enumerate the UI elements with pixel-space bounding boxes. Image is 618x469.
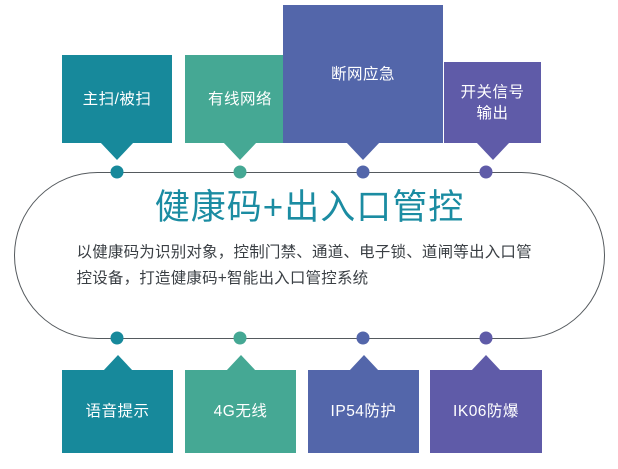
callout-tail-icon <box>471 355 501 371</box>
bottom-connector-dot <box>233 331 247 345</box>
center-capsule-outline <box>14 172 605 339</box>
top-feature-label: 开关信号 输出 <box>460 83 525 122</box>
bottom-feature-box[interactable]: IK06防爆 <box>430 355 542 453</box>
top-connector-dot <box>233 165 247 179</box>
page-title: 健康码+出入口管控 <box>154 188 465 227</box>
top-connector-dot <box>110 165 124 179</box>
bottom-feature-box[interactable]: 语音提示 <box>62 355 173 453</box>
bottom-connector-dot <box>479 331 493 345</box>
top-feature-box[interactable]: 主扫/被扫 <box>62 55 172 160</box>
callout-tail-icon <box>346 142 380 160</box>
bottom-feature-label: IK06防爆 <box>453 403 519 420</box>
callout-tail-icon <box>348 355 379 371</box>
top-feature-label: 主扫/被扫 <box>82 90 152 108</box>
bottom-feature-label: 4G无线 <box>213 403 268 420</box>
center-capsule-content: 健康码+出入口管控 以健康码为识别对象，控制门禁、通道、电子锁、道闸等出入口管控… <box>14 172 605 339</box>
top-connector-dot <box>356 165 370 179</box>
callout-tail-icon <box>223 142 257 160</box>
bottom-connector-dot <box>110 331 124 345</box>
callout-tail-icon <box>102 355 133 371</box>
bottom-feature-label: IP54防护 <box>330 403 397 420</box>
callout-tail-icon <box>100 142 134 160</box>
bottom-feature-box[interactable]: 4G无线 <box>185 355 296 453</box>
callout-tail-icon <box>225 355 256 371</box>
bottom-feature-label: 语音提示 <box>85 403 150 420</box>
bottom-feature-box[interactable]: IP54防护 <box>308 355 419 453</box>
page-description: 以健康码为识别对象，控制门禁、通道、电子锁、道闸等出入口管控设备，打造健康码+智… <box>76 244 532 287</box>
top-feature-label: 有线网络 <box>207 90 272 108</box>
callout-tail-icon <box>475 142 510 160</box>
top-connector-dot <box>479 165 493 179</box>
top-feature-box[interactable]: 有线网络 <box>185 55 295 160</box>
bottom-connector-dot <box>356 331 370 345</box>
top-feature-box[interactable]: 开关信号 输出 <box>444 62 541 160</box>
top-feature-box[interactable]: 断网应急 <box>283 5 443 160</box>
top-feature-label: 断网应急 <box>330 65 395 83</box>
